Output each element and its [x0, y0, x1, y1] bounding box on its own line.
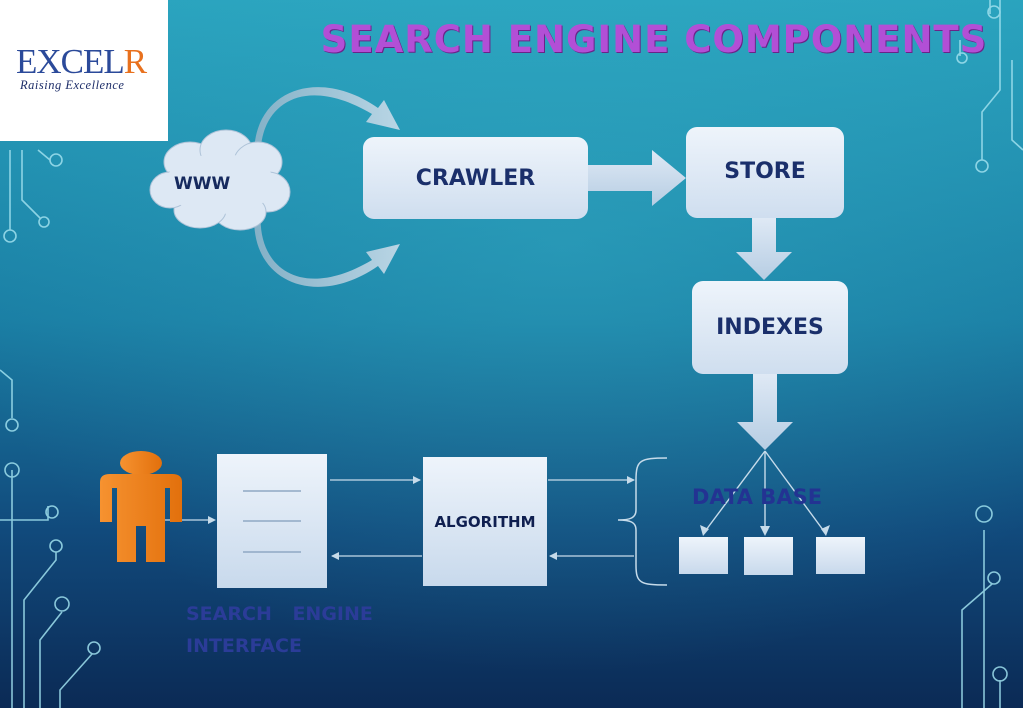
circuit-decoration-left	[0, 149, 101, 708]
search-interface-box	[217, 454, 327, 588]
algorithm-box: ALGORITHM	[423, 457, 547, 586]
connector-lines	[162, 479, 634, 557]
connector-arrowheads	[208, 476, 635, 560]
store-box: STORE	[686, 127, 844, 218]
cycle-arrow-bottom	[254, 202, 400, 287]
indexes-label: INDEXES	[716, 315, 824, 340]
store-label: STORE	[724, 159, 806, 184]
slide-title: SEARCH ENGINE COMPONENTS	[320, 18, 988, 61]
database-fanout-lines	[702, 450, 827, 535]
logo-brand-main: EXCEL	[16, 42, 125, 81]
circuit-decoration-right	[956, 0, 1023, 708]
interface-lines	[243, 490, 301, 553]
indexes-box: INDEXES	[692, 281, 848, 374]
person-icon	[100, 451, 182, 562]
database-fanout-arrowheads	[700, 525, 830, 536]
search-interface-label: SEARCH ENGINE INTERFACE	[186, 598, 373, 662]
database-block-3	[816, 537, 865, 574]
logo-tagline: Raising Excellence	[20, 78, 125, 92]
logo-brand: EXCELR	[16, 42, 147, 82]
database-brace	[617, 457, 668, 586]
logo-brand-accent: R	[123, 42, 147, 81]
database-block-2	[744, 537, 793, 575]
arrow-crawler-to-store	[588, 150, 686, 206]
cloud-icon	[149, 129, 291, 231]
crawler-label: CRAWLER	[415, 165, 536, 191]
www-label: WWW	[174, 174, 231, 194]
arrow-indexes-to-database	[737, 374, 793, 450]
search-interface-label-line1: SEARCH ENGINE	[186, 603, 373, 625]
database-block-1	[679, 537, 728, 574]
crawler-box: CRAWLER	[363, 137, 588, 219]
cycle-arrow-top	[254, 87, 400, 172]
arrow-store-to-indexes	[736, 218, 792, 280]
search-interface-label-line2: INTERFACE	[186, 635, 302, 657]
database-label: DATA BASE	[692, 485, 823, 509]
logo: EXCELR Raising Excellence	[0, 0, 168, 141]
algorithm-label: ALGORITHM	[434, 512, 536, 531]
